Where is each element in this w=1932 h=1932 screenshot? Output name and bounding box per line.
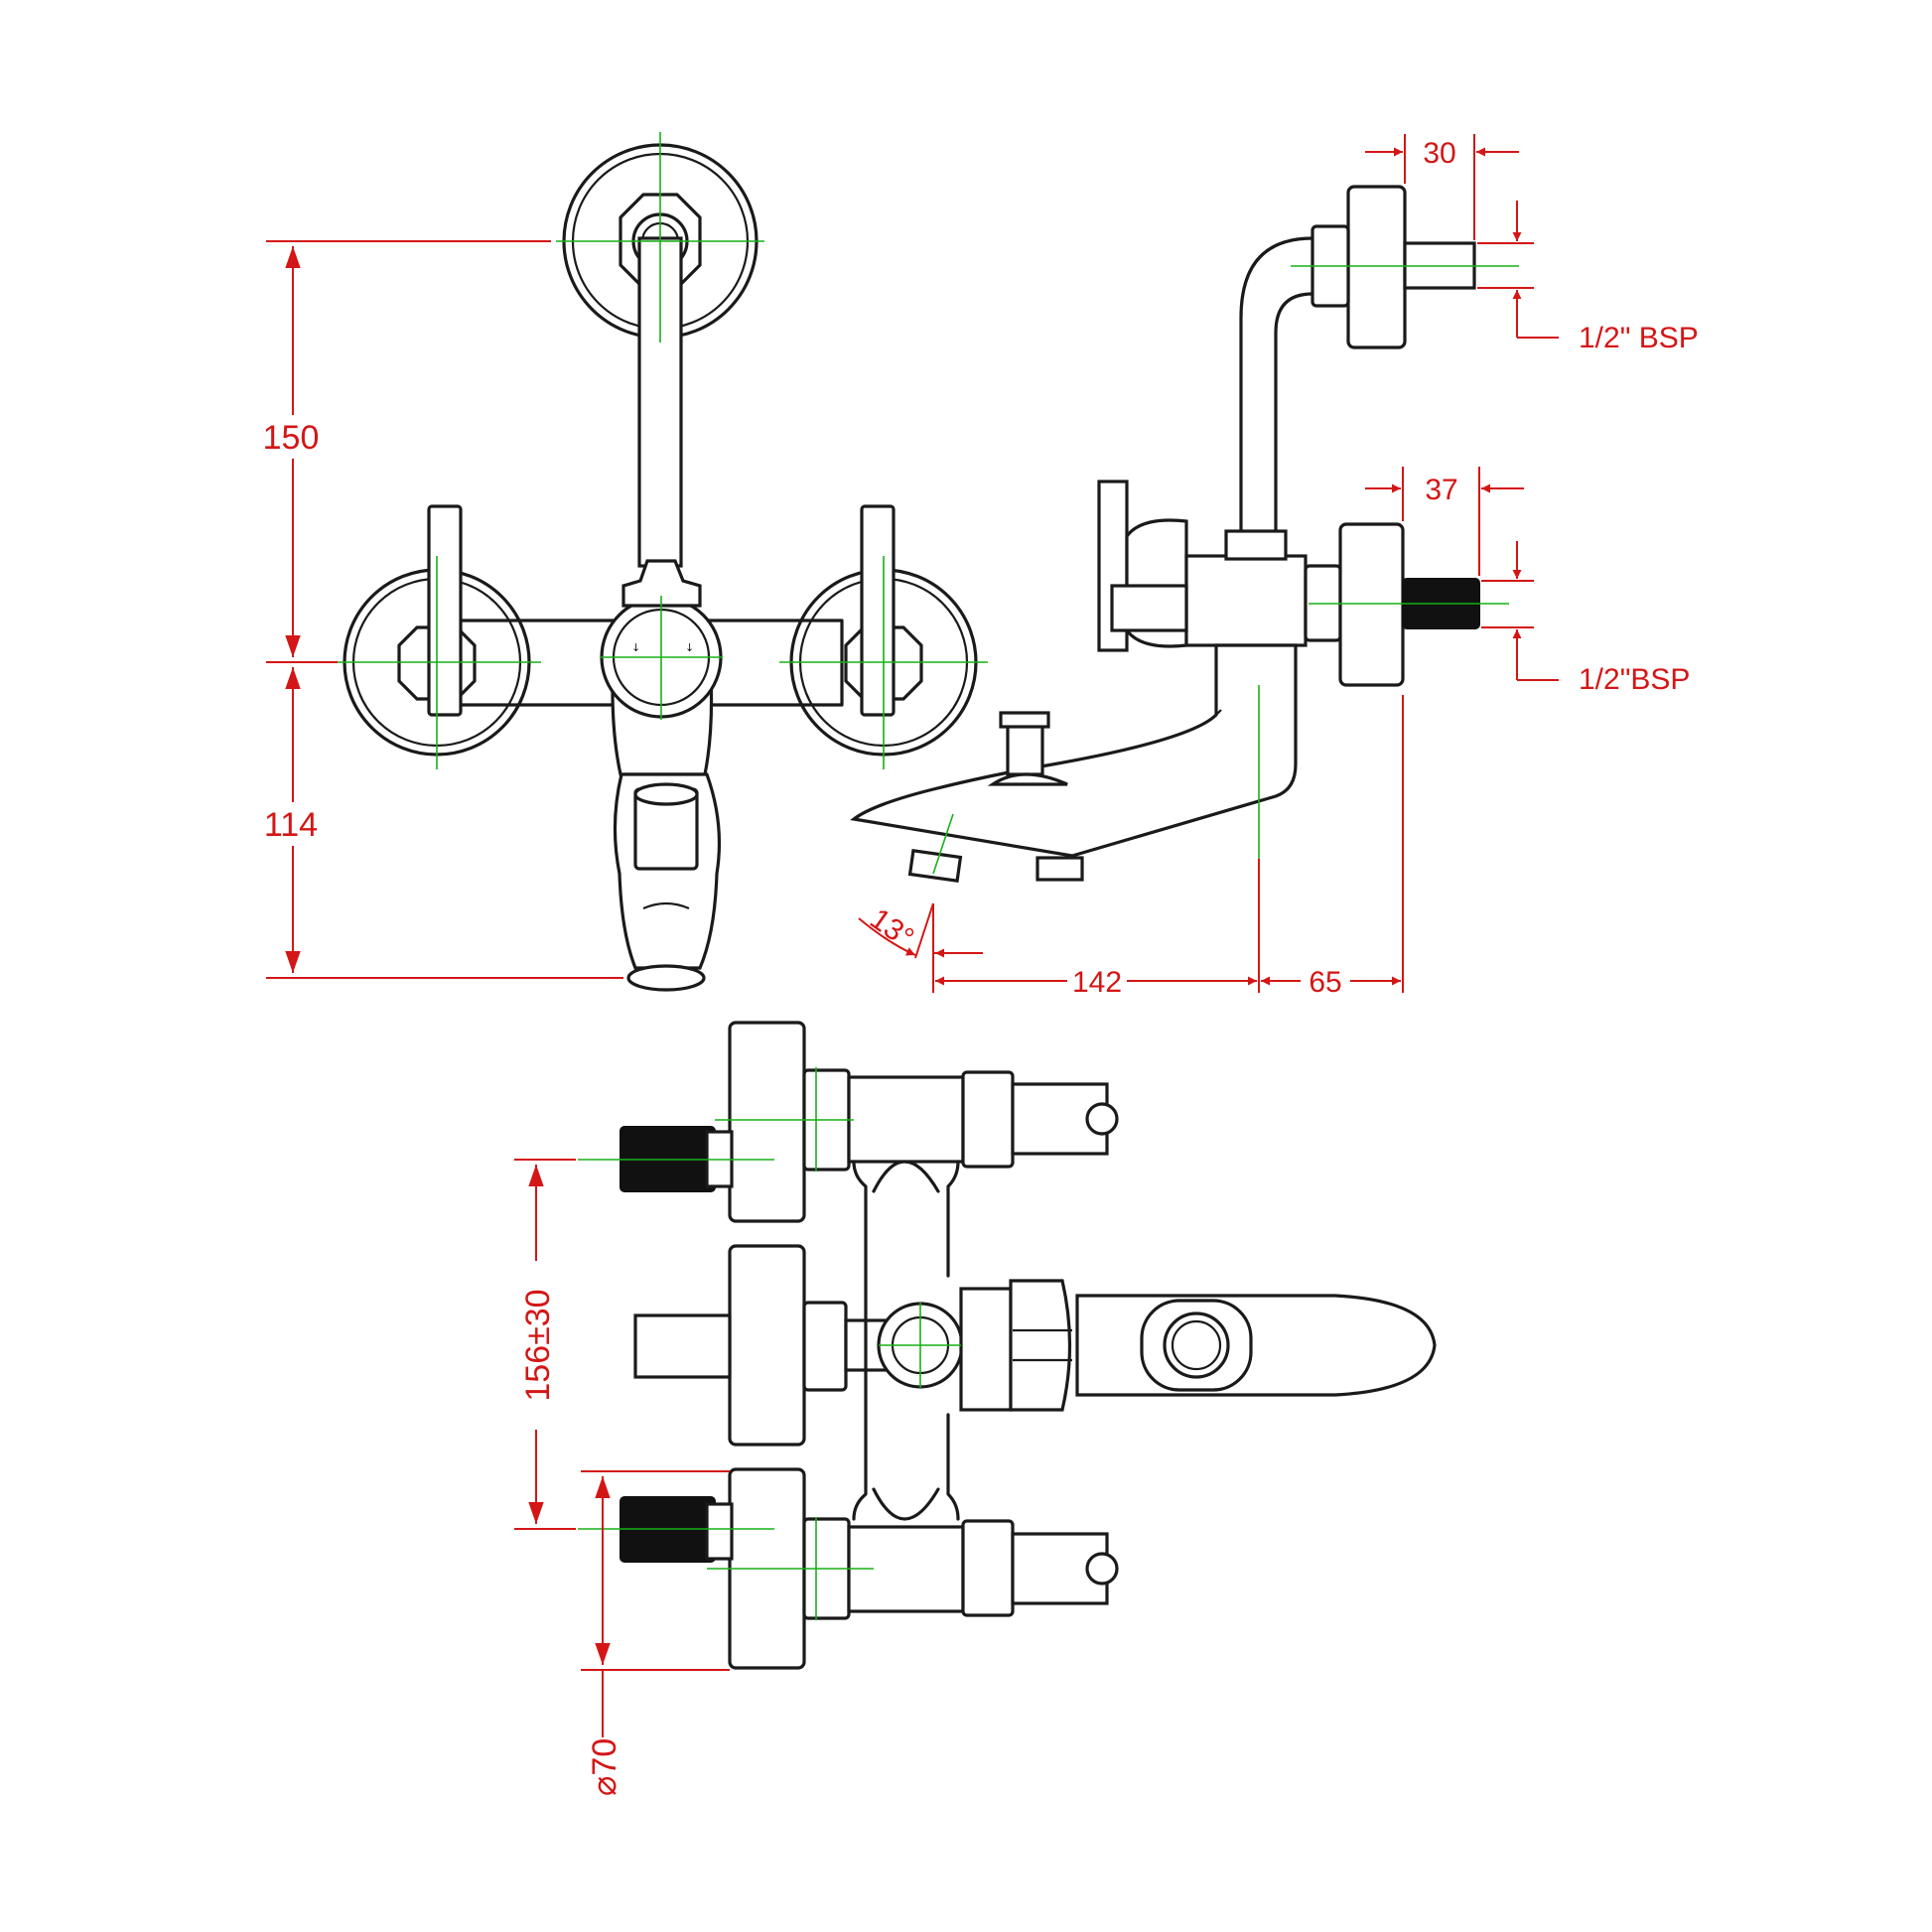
side-spout-diverter-pin	[1006, 723, 1044, 776]
front-diverter-mark-left: ↓	[631, 641, 640, 654]
side-valve-collar	[1224, 529, 1288, 561]
top-middle-nut	[802, 1301, 848, 1392]
side-riser-pipe	[1239, 236, 1314, 533]
top-lower-handle-tip	[1085, 1552, 1119, 1586]
top-middle-inlet	[633, 1313, 732, 1379]
dim-label-142: 142	[1072, 966, 1122, 999]
dim-label-114: 114	[264, 806, 318, 844]
front-right-handle	[860, 504, 896, 717]
top-upper-handle-tip	[1085, 1102, 1119, 1136]
top-upper-flange	[728, 1021, 806, 1223]
top-spout-button	[1163, 1311, 1230, 1379]
top-diverter-body	[959, 1287, 1013, 1412]
side-view: 30 1/2" BSP 37 1/2"BSP 13°	[850, 134, 1699, 999]
side-spout	[850, 643, 1298, 858]
top-spout	[1075, 1294, 1437, 1397]
dim-label-angle: 13°	[864, 902, 919, 955]
dim-label-37: 37	[1425, 474, 1457, 506]
side-top-flange	[1346, 185, 1407, 349]
top-body-connector	[852, 1160, 960, 1521]
dim-label-65: 65	[1309, 966, 1341, 999]
side-spout-bottom-nut	[1035, 856, 1084, 882]
side-valve-body	[1184, 554, 1308, 647]
top-lower-collar	[961, 1519, 1015, 1617]
dim-label-150: 150	[263, 419, 320, 457]
side-mid-flange	[1338, 522, 1405, 687]
top-middle-flange	[728, 1244, 806, 1447]
front-left-handle	[427, 504, 463, 717]
dim-label-spacing: 156±30	[519, 1289, 557, 1401]
top-lower-handle-stem	[1011, 1532, 1109, 1605]
top-diverter-knob	[1009, 1279, 1072, 1412]
front-diverter-cap	[621, 559, 702, 608]
front-spout-outlet	[626, 964, 706, 992]
dim-label-bsp-top: 1/2" BSP	[1579, 322, 1699, 354]
dim-label-30: 30	[1423, 137, 1455, 170]
dim-label-diameter: ⌀70	[586, 1738, 623, 1796]
front-diverter-mark-right: ↓	[685, 641, 694, 654]
top-upper-collar	[961, 1070, 1015, 1169]
top-view: 156±30 ⌀70	[511, 1021, 1437, 1796]
front-view: ↓ ↓ 150 114	[260, 132, 988, 992]
dim-label-bsp-mid: 1/2"BSP	[1579, 663, 1690, 696]
